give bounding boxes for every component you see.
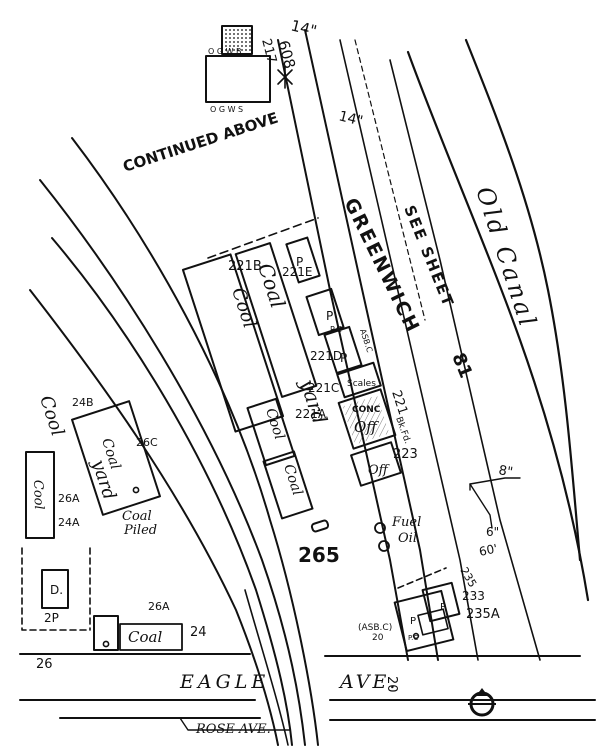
coal-label-left: Cool: [35, 393, 68, 439]
pc-label-1: P.C: [330, 325, 342, 334]
ogwb-label: O G W B: [208, 47, 242, 56]
lot-number-221a: 221A: [295, 407, 327, 421]
p-label-4: P: [440, 602, 446, 613]
north-arrow-icon: [468, 688, 496, 717]
conc-label: CONC: [352, 405, 381, 415]
coal-label-3: Coal: [280, 462, 305, 497]
rose-ave-label: ROSE AVE.: [195, 722, 271, 737]
pipe-6-label: 6": [486, 525, 499, 539]
asbc-label-2: (ASB.C): [358, 623, 392, 633]
pipe-60-label: 60': [478, 541, 499, 559]
lot-number-221c: 221C: [308, 381, 339, 395]
pc-label-2: P.C: [408, 634, 418, 642]
lot-number-235a: 235A: [466, 607, 500, 622]
lot-number-217: 217: [258, 37, 279, 65]
labels: 608 217 O G W B O G W S 14" 14" CONTINUE…: [30, 16, 542, 737]
coal-yard-left: [21, 400, 183, 651]
lower-right-buildings: [393, 477, 521, 653]
coal-piled-label-1: Coal: [122, 509, 152, 524]
coal-yard-upper: [181, 217, 402, 533]
coal-label-1: Cool: [227, 285, 260, 331]
office-label-1: Off: [354, 418, 379, 436]
fuel-label: Fuel: [391, 515, 421, 530]
coal-bottom-label: Coal: [128, 628, 162, 646]
top-buildings: [205, 25, 293, 103]
fuel-oil-tanks: [374, 522, 390, 552]
sheet-number: 265: [298, 543, 340, 567]
pipe-8-label: 8": [497, 463, 514, 480]
p-label-2: P: [326, 309, 333, 323]
lot-number-24b: 24B: [72, 396, 94, 409]
d-label: D.: [50, 583, 63, 597]
oil-label: Oil: [398, 531, 417, 546]
lot-number-223: 223: [393, 447, 418, 462]
lot-number-20: 20: [372, 633, 384, 643]
lot-number-26a: 26A: [58, 492, 80, 505]
coal-side-label: Cool: [30, 480, 46, 510]
coal-label-2: Cool: [262, 406, 287, 441]
old-canal-label: Old Canal: [470, 183, 542, 332]
lot-number-221b: 221B: [228, 259, 262, 274]
lot-number-235: 235: [457, 565, 479, 590]
see-sheet-number: 81: [447, 350, 476, 381]
lot-number-26x: 26A: [148, 600, 170, 613]
lot-number-221d: 221D: [310, 349, 342, 363]
ogws-label: O G W S: [210, 105, 243, 114]
p-label-5: P: [410, 616, 416, 627]
lot-number-233: 233: [462, 589, 485, 603]
canal-banks: [406, 38, 590, 602]
lot-number-221: 221: [388, 389, 410, 417]
ave-street-label: AVE.: [338, 671, 398, 693]
coal-piled-label-2: Piled: [123, 523, 157, 538]
continued-above-label: CONTINUED ABOVE: [121, 109, 281, 176]
eagle-avenue-lines: [19, 653, 596, 731]
railroad-tracks: [29, 137, 319, 746]
pipe-14-label-1: 14": [289, 16, 319, 40]
two-p-label: 2P: [44, 611, 59, 625]
scales-label: Scales: [347, 379, 376, 389]
lot-number-24: 24: [190, 625, 207, 640]
lot-number-221e: 221E: [282, 265, 313, 279]
lot-number-24a: 24A: [58, 516, 80, 529]
eagle-street-label: EAGLE: [179, 671, 269, 693]
pipe-50-label: 20: [384, 676, 399, 693]
p-label-1: P: [296, 255, 303, 269]
office-label-2: Off: [368, 463, 391, 478]
p-label-3: P: [340, 351, 347, 365]
lot-number-26: 26: [36, 657, 53, 672]
lot-number-26c: 26C: [136, 436, 158, 449]
pipe-14-label-2: 14": [337, 108, 364, 129]
